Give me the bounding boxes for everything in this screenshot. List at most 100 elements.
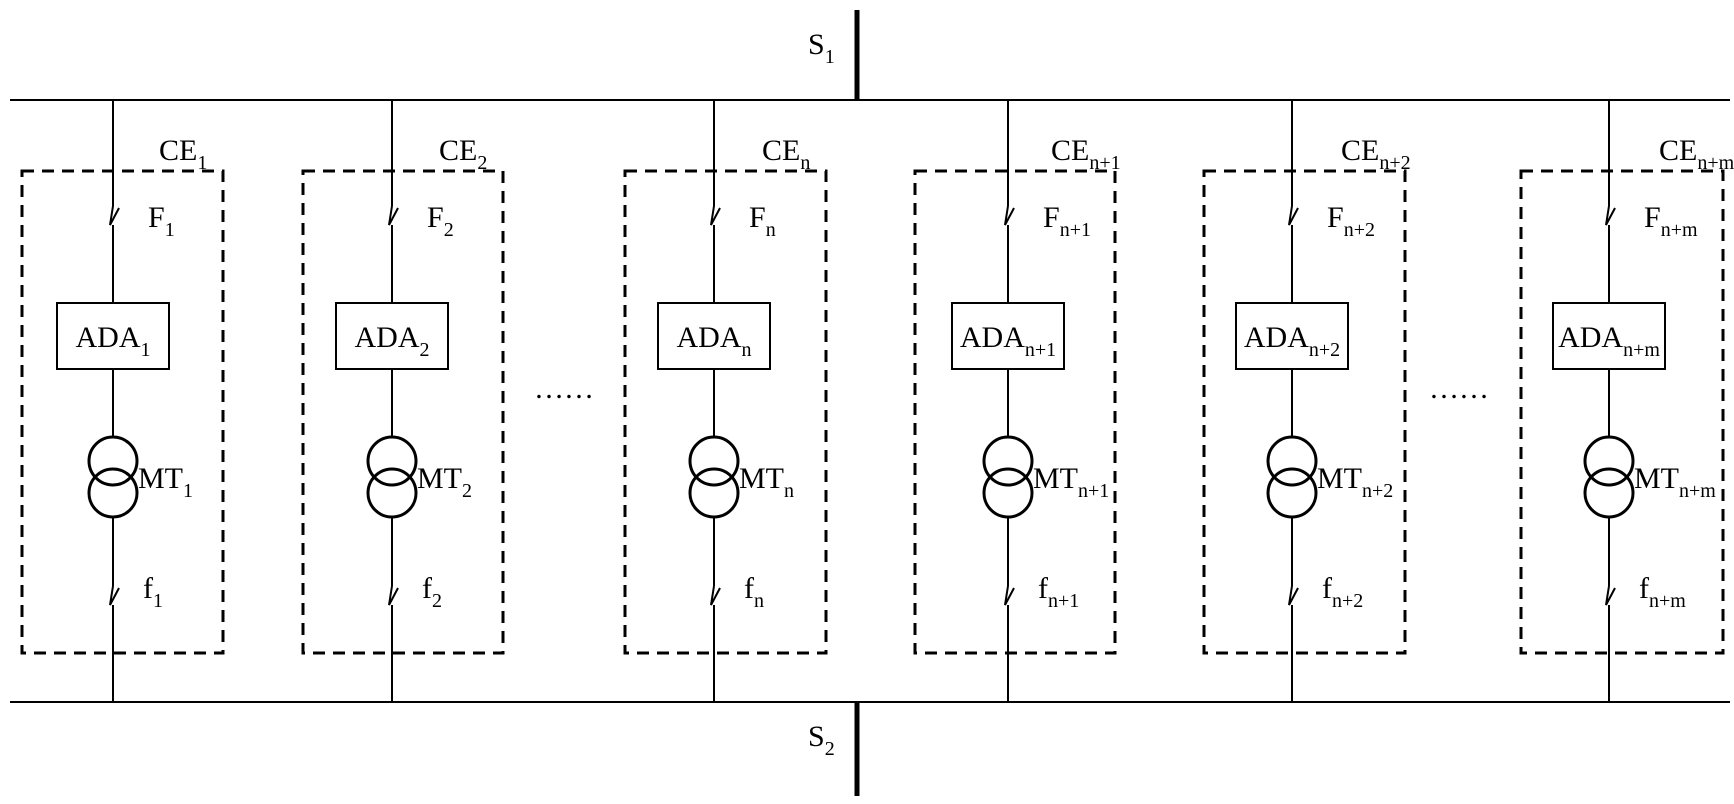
cell-label-base: CE (1659, 134, 1697, 167)
switch-symbol-upper (1289, 206, 1298, 225)
switch-label-upper: Fn+1 (1043, 201, 1091, 241)
cell-label-subscript: n (800, 152, 810, 174)
transformer-label: MTn (739, 462, 794, 502)
switch-label-upper-subscript: n+m (1661, 219, 1698, 241)
switch-label-lower: f2 (422, 572, 442, 612)
switch-label-lower-subscript: n (754, 590, 764, 612)
switch-label-upper-base: F (148, 201, 165, 234)
cell-enclosure (625, 171, 826, 653)
switch-label-lower-base: f (1639, 572, 1649, 605)
switch-label-lower-base: f (744, 572, 754, 605)
switch-label-upper-subscript: n+2 (1344, 219, 1375, 241)
transformer-coil-lower (368, 469, 416, 517)
transformer-label-subscript: n+2 (1362, 480, 1393, 502)
ada-label-base: ADA (76, 321, 141, 354)
switch-label-lower-base: f (143, 572, 153, 605)
switch-label-upper: F1 (148, 201, 175, 241)
switch-label-upper-base: F (1644, 201, 1661, 234)
cell-label: CEn+1 (1051, 134, 1121, 174)
switch-label-lower-subscript: 2 (432, 590, 442, 612)
transformer-label-base: MT (138, 462, 183, 495)
switch-label-upper: Fn (749, 201, 776, 241)
transformer-coil-lower (1585, 469, 1633, 517)
switch-label-lower: fn+2 (1322, 572, 1363, 612)
cell-2: CE2F2ADA2MT2f2 (303, 100, 503, 702)
cell-6: CEn+mFn+mADAn+mMTn+mfn+m (1521, 100, 1734, 702)
cell-3: CEnFnADAnMTnfn (625, 100, 826, 702)
cell-label-subscript: 2 (477, 152, 487, 174)
switch-label-lower-base: f (422, 572, 432, 605)
switch-label-upper-base: F (427, 201, 444, 234)
cell-enclosure (1204, 171, 1405, 653)
transformer-label-subscript: n+1 (1078, 480, 1109, 502)
transformer-label-base: MT (1317, 462, 1362, 495)
ada-label-subscript: n (742, 339, 752, 361)
switch-symbol-upper (110, 206, 119, 225)
ada-label-base: ADA (355, 321, 420, 354)
ellipsis-left: …… (534, 372, 594, 405)
transformer-label-subscript: n+m (1679, 480, 1716, 502)
cell-1: CE1F1ADA1MT1f1 (22, 100, 223, 702)
transformer-label: MT2 (417, 462, 472, 502)
cell-enclosure (915, 171, 1115, 653)
cell-label-base: CE (1341, 134, 1379, 167)
cell-label-base: CE (762, 134, 800, 167)
switch-label-lower-base: f (1038, 572, 1048, 605)
cell-label-base: CE (1051, 134, 1089, 167)
cell-label: CEn (762, 134, 810, 174)
ada-label-base: ADA (960, 321, 1025, 354)
top-bus-label: S1 (808, 28, 835, 68)
switch-label-lower-subscript: n+1 (1048, 590, 1079, 612)
transformer-coil-lower (690, 469, 738, 517)
switch-label-upper-base: F (749, 201, 766, 234)
ada-label-subscript: 2 (420, 339, 430, 361)
transformer-coil-lower (984, 469, 1032, 517)
transformer-coil-lower (1268, 469, 1316, 517)
cell-label: CE1 (159, 134, 207, 174)
cell-enclosure (1521, 171, 1723, 653)
transformer-label-base: MT (417, 462, 462, 495)
switch-label-lower: f1 (143, 572, 163, 612)
switch-label-upper-subscript: 2 (444, 219, 454, 241)
switch-symbol-lower (110, 586, 119, 605)
ada-label-base: ADA (677, 321, 742, 354)
cell-label-subscript: 1 (197, 152, 207, 174)
ellipsis-right: …… (1429, 372, 1489, 405)
cell-label-subscript: n+1 (1089, 152, 1120, 174)
cell-label-base: CE (439, 134, 477, 167)
transformer-label: MTn+2 (1317, 462, 1393, 502)
transformer-coil-lower (89, 469, 137, 517)
ada-label-subscript: 1 (141, 339, 151, 361)
switch-symbol-upper (1606, 206, 1615, 225)
cell-label: CEn+2 (1341, 134, 1411, 174)
cell-label: CE2 (439, 134, 487, 174)
switch-symbol-upper (711, 206, 720, 225)
switch-symbol-lower (711, 586, 720, 605)
switch-label-upper-subscript: n (766, 219, 776, 241)
switch-symbol-lower (1606, 586, 1615, 605)
switch-label-lower-subscript: 1 (153, 590, 163, 612)
switch-label-upper: Fn+2 (1327, 201, 1375, 241)
transformer-label: MTn+1 (1033, 462, 1109, 502)
bottom-bus-label: S2 (808, 720, 835, 760)
ada-label-subscript: n+1 (1025, 339, 1056, 361)
transformer-label: MT1 (138, 462, 193, 502)
cell-4: CEn+1Fn+1ADAn+1MTn+1fn+1 (915, 100, 1121, 702)
transformer-label-base: MT (1634, 462, 1679, 495)
ada-label-subscript: n+m (1623, 339, 1660, 361)
switch-label-upper: F2 (427, 201, 454, 241)
cell-enclosure (22, 171, 223, 653)
switch-label-lower: fn (744, 572, 764, 612)
cell-label: CEn+m (1659, 134, 1734, 174)
cell-label-subscript: n+2 (1379, 152, 1410, 174)
cell-5: CEn+2Fn+2ADAn+2MTn+2fn+2 (1204, 100, 1411, 702)
cell-label-subscript: n+m (1697, 152, 1734, 174)
transformer-label-subscript: n (784, 480, 794, 502)
switch-label-lower-subscript: n+m (1649, 590, 1686, 612)
transformer-label-base: MT (1033, 462, 1078, 495)
switch-label-upper-subscript: n+1 (1060, 219, 1091, 241)
transformer-label: MTn+m (1634, 462, 1716, 502)
switch-symbol-upper (1005, 206, 1014, 225)
cell-label-base: CE (159, 134, 197, 167)
